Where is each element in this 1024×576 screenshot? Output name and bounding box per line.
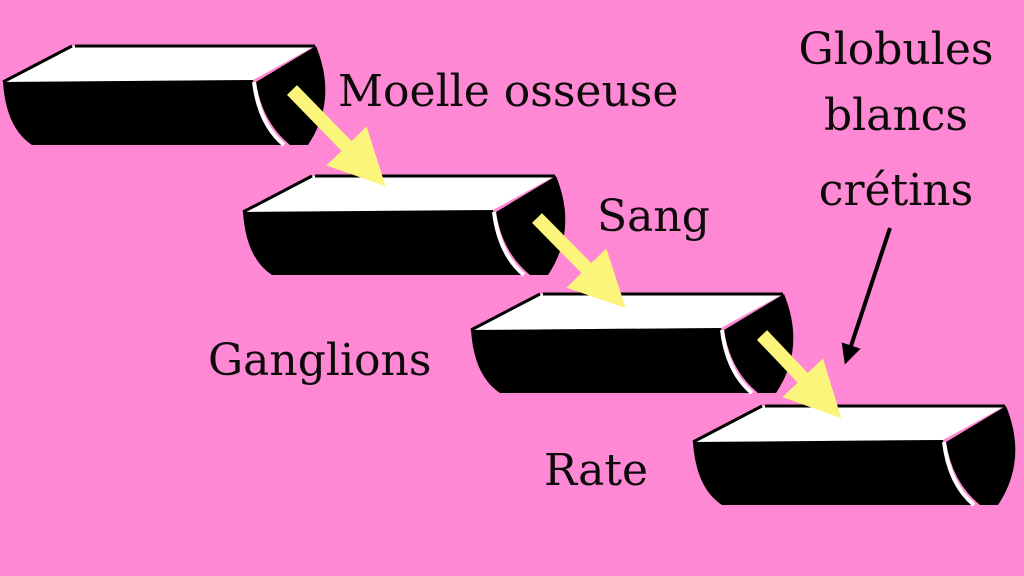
stage-block-1 [1, 44, 328, 147]
callout-line-1: Globules [799, 24, 994, 75]
stage-label-1: Moelle osseuse [338, 66, 678, 117]
flow-arrow-2 [532, 213, 626, 308]
flow-arrow-3 [756, 330, 842, 419]
stage-block-2 [241, 174, 568, 277]
flow-arrow-1 [286, 85, 386, 187]
stage-label-2: Sang [597, 191, 710, 242]
stage-label-3: Ganglions [208, 335, 431, 386]
callout-arrow [841, 227, 892, 365]
callout-line-2: blancs [824, 90, 968, 141]
stage-block-4 [691, 404, 1018, 507]
stage-label-4: Rate [544, 445, 648, 496]
callout-line-3: crétins [819, 165, 973, 216]
stage-block-3 [469, 292, 796, 395]
